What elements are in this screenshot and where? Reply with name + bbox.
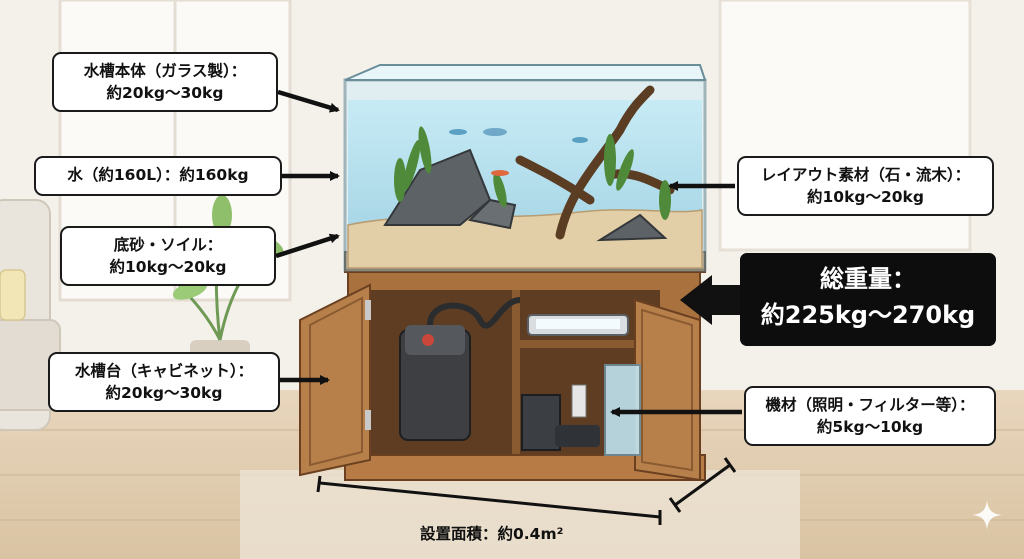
aquarium-tank <box>343 64 707 272</box>
footprint-dimension <box>316 457 737 525</box>
canister-filter <box>399 297 521 441</box>
cabinet <box>299 251 706 482</box>
arrow-icon <box>275 89 742 417</box>
layout-label-line2: 約10kg〜20kg <box>807 188 924 206</box>
sofa <box>0 199 61 431</box>
layout-label-line1: レイアウト素材（石・流木）： <box>760 166 971 184</box>
substrate-label: 底砂・ソイル： 約10kg〜20kg <box>60 226 276 286</box>
tank-label-line1: 水槽本体（ガラス製）： <box>83 62 247 80</box>
total-weight-value: 約225kg〜270kg <box>760 301 976 329</box>
stand-label: 水槽台（キャビネット）： 約20kg〜30kg <box>48 352 280 412</box>
total-weight-box: 総重量： 約225kg〜270kg <box>740 253 996 346</box>
footprint-label: 設置面積：約0.4m² <box>420 525 564 543</box>
water-label: 水（約160L）：約160kg <box>34 156 282 196</box>
equipment-label: 機材（照明・フィルター等）： 約5kg〜10kg <box>744 386 996 446</box>
stand-label-line1: 水槽台（キャビネット）： <box>74 362 254 380</box>
sparkle-icon <box>972 500 1002 530</box>
equipment-label-line2: 約5kg〜10kg <box>816 418 924 436</box>
light-fixture <box>527 314 629 336</box>
stand-label-line2: 約20kg〜30kg <box>105 384 223 402</box>
substrate-label-line1: 底砂・ソイル： <box>113 236 223 254</box>
equipment-label-line1: 機材（照明・フィルター等）： <box>765 396 975 414</box>
tank-label: 水槽本体（ガラス製）： 約20kg〜30kg <box>52 52 278 112</box>
tank-label-line2: 約20kg〜30kg <box>106 84 224 102</box>
total-weight-title: 総重量： <box>820 265 916 293</box>
water-label-line1: 水（約160L）：約160kg <box>67 166 249 184</box>
total-arrow-icon <box>680 275 742 325</box>
substrate-label-line2: 約10kg〜20kg <box>109 258 227 276</box>
layout-label: レイアウト素材（石・流木）： 約10kg〜20kg <box>737 156 994 216</box>
